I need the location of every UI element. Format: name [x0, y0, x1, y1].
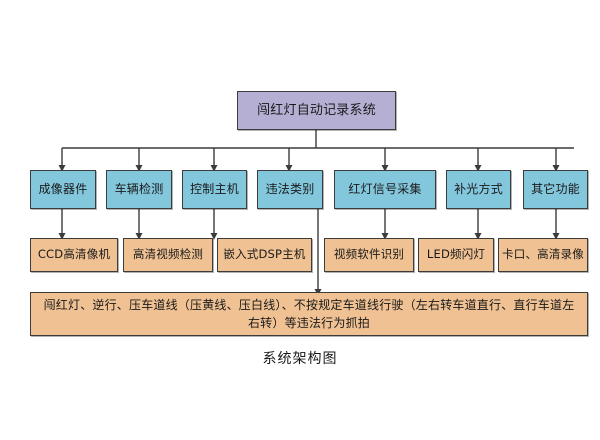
node-impl-checkpoint-hd-recording[interactable]: 卡口、高清录像 [498, 238, 588, 272]
node-category-control-host[interactable]: 控制主机 [182, 170, 247, 209]
node-root[interactable]: 闯红灯自动记录系统 [237, 91, 396, 130]
node-impl-ccd-hd-camera[interactable]: CCD高清像机 [30, 238, 118, 272]
node-impl-label: 卡口、高清录像 [502, 247, 584, 262]
node-category-red-light-signal-capture[interactable]: 红灯信号采集 [334, 170, 436, 209]
node-category-label: 红灯信号采集 [348, 182, 422, 197]
node-category-label: 车辆检测 [114, 182, 164, 197]
node-category-imaging-device[interactable]: 成像器件 [30, 170, 96, 209]
node-impl-video-software-recognition[interactable]: 视频软件识别 [324, 238, 414, 272]
node-detail-label: 闯红灯、逆行、压车道线（压黄线、压白线）、不按规定车道线行驶（左右转车道直行、直… [43, 298, 575, 330]
node-impl-label: 嵌入式DSP主机 [223, 247, 306, 262]
node-category-label: 违法类别 [265, 182, 315, 197]
node-category-label: 控制主机 [190, 182, 239, 197]
node-category-label: 补光方式 [454, 182, 503, 197]
node-impl-label: LED频闪灯 [426, 247, 486, 262]
node-impl-label: 高清视频检测 [132, 247, 204, 262]
node-root-label: 闯红灯自动记录系统 [257, 102, 376, 118]
node-impl-hd-video-detection[interactable]: 高清视频检测 [123, 238, 213, 272]
node-category-violation-type[interactable]: 违法类别 [257, 170, 323, 209]
node-detail-violation-capture[interactable]: 闯红灯、逆行、压车道线（压黄线、压白线）、不按规定车道线行驶（左右转车道直行、直… [30, 292, 588, 336]
diagram-caption: 系统架构图 [262, 351, 338, 367]
node-category-vehicle-detection[interactable]: 车辆检测 [106, 170, 172, 209]
node-impl-led-strobe-light[interactable]: LED频闪灯 [418, 238, 494, 272]
node-category-fill-light-method[interactable]: 补光方式 [446, 170, 511, 209]
node-impl-label: 视频软件识别 [333, 247, 405, 262]
node-category-label: 其它功能 [531, 182, 580, 197]
node-category-other-functions[interactable]: 其它功能 [523, 170, 588, 209]
node-category-label: 成像器件 [38, 182, 88, 197]
node-impl-label: CCD高清像机 [37, 247, 111, 262]
node-impl-embedded-dsp-host[interactable]: 嵌入式DSP主机 [217, 238, 312, 272]
